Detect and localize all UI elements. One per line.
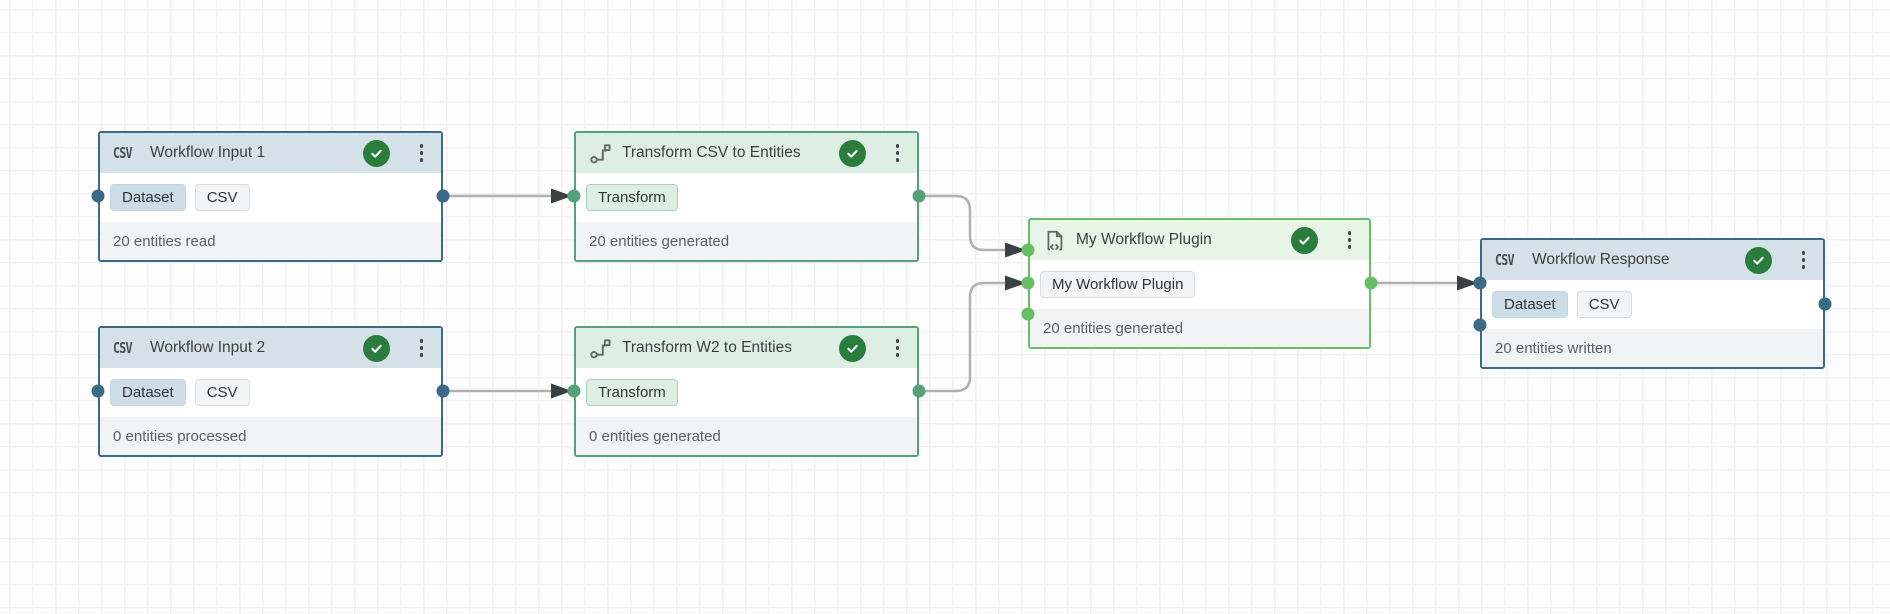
node-title: My Workflow Plugin bbox=[1076, 231, 1212, 248]
badge-plugin: My Workflow Plugin bbox=[1040, 271, 1196, 298]
badge-csv: CSV bbox=[194, 379, 250, 406]
node-status-text: 0 entities processed bbox=[100, 417, 441, 455]
node-body: My Workflow Plugin bbox=[1030, 260, 1369, 309]
node-title: Workflow Input 1 bbox=[150, 144, 266, 161]
port-input-3-my-workflow-plugin[interactable] bbox=[1021, 307, 1035, 321]
node-title: Workflow Response bbox=[1532, 251, 1670, 268]
badge-csv: CSV bbox=[1576, 291, 1632, 318]
port-output-transform-w2[interactable] bbox=[912, 384, 926, 398]
edge-transform-w2-to-plugin[interactable] bbox=[919, 281, 1005, 393]
node-body: Transform bbox=[576, 368, 917, 417]
port-input-1-workflow-response[interactable] bbox=[1473, 276, 1487, 290]
transform-icon bbox=[589, 337, 612, 360]
node-my-workflow-plugin[interactable]: My Workflow Plugin My Workflow Plugin 20… bbox=[1028, 218, 1371, 349]
kebab-menu-button[interactable] bbox=[414, 139, 430, 167]
node-workflow-input-1[interactable]: CSV Workflow Input 1 Dataset CSV 20 enti… bbox=[98, 131, 443, 262]
kebab-menu-button[interactable] bbox=[890, 334, 906, 362]
port-output-workflow-response[interactable] bbox=[1818, 297, 1832, 311]
csv-file-icon: CSV bbox=[113, 144, 133, 162]
status-success-icon bbox=[838, 334, 866, 362]
node-workflow-response[interactable]: CSV Workflow Response Dataset CSV 20 ent… bbox=[1480, 238, 1825, 369]
node-body: Dataset CSV bbox=[100, 173, 441, 222]
node-header: CSV Workflow Response bbox=[1482, 240, 1823, 280]
node-body: Dataset CSV bbox=[100, 368, 441, 417]
port-input-workflow-input-1[interactable] bbox=[91, 189, 105, 203]
node-title: Transform W2 to Entities bbox=[622, 339, 792, 356]
port-input-1-my-workflow-plugin[interactable] bbox=[1021, 243, 1035, 257]
badge-dataset: Dataset bbox=[1492, 291, 1568, 318]
port-input-transform-csv[interactable] bbox=[567, 189, 581, 203]
node-status-text: 20 entities generated bbox=[576, 222, 917, 260]
status-success-icon bbox=[362, 334, 390, 362]
kebab-menu-button[interactable] bbox=[1342, 226, 1358, 254]
badge-transform: Transform bbox=[586, 379, 678, 406]
status-success-icon bbox=[838, 139, 866, 167]
port-input-2-workflow-response[interactable] bbox=[1473, 318, 1487, 332]
node-body: Dataset CSV bbox=[1482, 280, 1823, 329]
status-success-icon bbox=[1744, 246, 1772, 274]
port-output-workflow-input-2[interactable] bbox=[436, 384, 450, 398]
port-output-workflow-input-1[interactable] bbox=[436, 189, 450, 203]
kebab-menu-button[interactable] bbox=[1796, 246, 1812, 274]
node-header: CSV Workflow Input 1 bbox=[100, 133, 441, 173]
badge-csv: CSV bbox=[194, 184, 250, 211]
status-success-icon bbox=[1290, 226, 1318, 254]
kebab-menu-button[interactable] bbox=[890, 139, 906, 167]
node-status-text: 20 entities read bbox=[100, 222, 441, 260]
node-body: Transform bbox=[576, 173, 917, 222]
status-success-icon bbox=[362, 139, 390, 167]
csv-file-icon: CSV bbox=[113, 339, 133, 357]
file-code-icon bbox=[1043, 229, 1066, 252]
port-output-my-workflow-plugin[interactable] bbox=[1364, 276, 1378, 290]
csv-file-icon: CSV bbox=[1495, 251, 1515, 269]
node-header: Transform W2 to Entities bbox=[576, 328, 917, 368]
node-status-text: 0 entities generated bbox=[576, 417, 917, 455]
node-header: CSV Workflow Input 2 bbox=[100, 328, 441, 368]
kebab-menu-button[interactable] bbox=[414, 334, 430, 362]
node-transform-csv-to-entities[interactable]: Transform CSV to Entities Transform 20 e… bbox=[574, 131, 919, 262]
node-status-text: 20 entities generated bbox=[1030, 309, 1369, 347]
badge-transform: Transform bbox=[586, 184, 678, 211]
node-workflow-input-2[interactable]: CSV Workflow Input 2 Dataset CSV 0 entit… bbox=[98, 326, 443, 457]
badge-dataset: Dataset bbox=[110, 184, 186, 211]
port-input-workflow-input-2[interactable] bbox=[91, 384, 105, 398]
transform-icon bbox=[589, 142, 612, 165]
port-input-transform-w2[interactable] bbox=[567, 384, 581, 398]
badge-dataset: Dataset bbox=[110, 379, 186, 406]
edge-transform-csv-to-plugin[interactable] bbox=[919, 194, 1005, 252]
node-header: Transform CSV to Entities bbox=[576, 133, 917, 173]
node-transform-w2-to-entities[interactable]: Transform W2 to Entities Transform 0 ent… bbox=[574, 326, 919, 457]
node-title: Transform CSV to Entities bbox=[622, 144, 801, 161]
node-status-text: 20 entities written bbox=[1482, 329, 1823, 367]
node-title: Workflow Input 2 bbox=[150, 339, 266, 356]
port-output-transform-csv[interactable] bbox=[912, 189, 926, 203]
node-header: My Workflow Plugin bbox=[1030, 220, 1369, 260]
port-input-2-my-workflow-plugin[interactable] bbox=[1021, 276, 1035, 290]
